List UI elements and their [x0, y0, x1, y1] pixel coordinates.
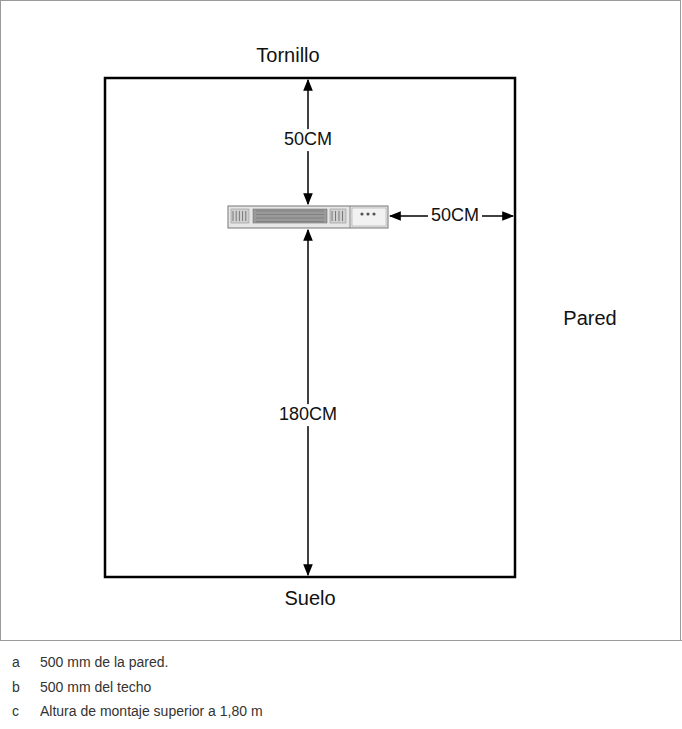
- dimension-label: 50CM: [428, 205, 482, 227]
- dimension-arrow: [307, 230, 309, 575]
- room-outline: [105, 78, 515, 577]
- note-text: Altura de montaje superior a 1,80 m: [40, 704, 263, 719]
- note-letter: c: [12, 704, 19, 719]
- dimension-label: 50CM: [281, 129, 335, 151]
- note-letter: a: [12, 655, 20, 670]
- separator-line: [0, 640, 682, 641]
- note-letter: b: [12, 680, 20, 695]
- note-text: 500 mm de la pared.: [40, 655, 168, 670]
- outer-frame: [1, 1, 681, 641]
- wall-label: Pared: [563, 307, 616, 329]
- heater-illustration: [228, 206, 388, 228]
- dimension-label: 180CM: [276, 404, 340, 426]
- floor-label: Suelo: [284, 587, 335, 609]
- wall-top-label: Tornillo: [256, 44, 319, 66]
- note-text: 500 mm del techo: [40, 680, 151, 695]
